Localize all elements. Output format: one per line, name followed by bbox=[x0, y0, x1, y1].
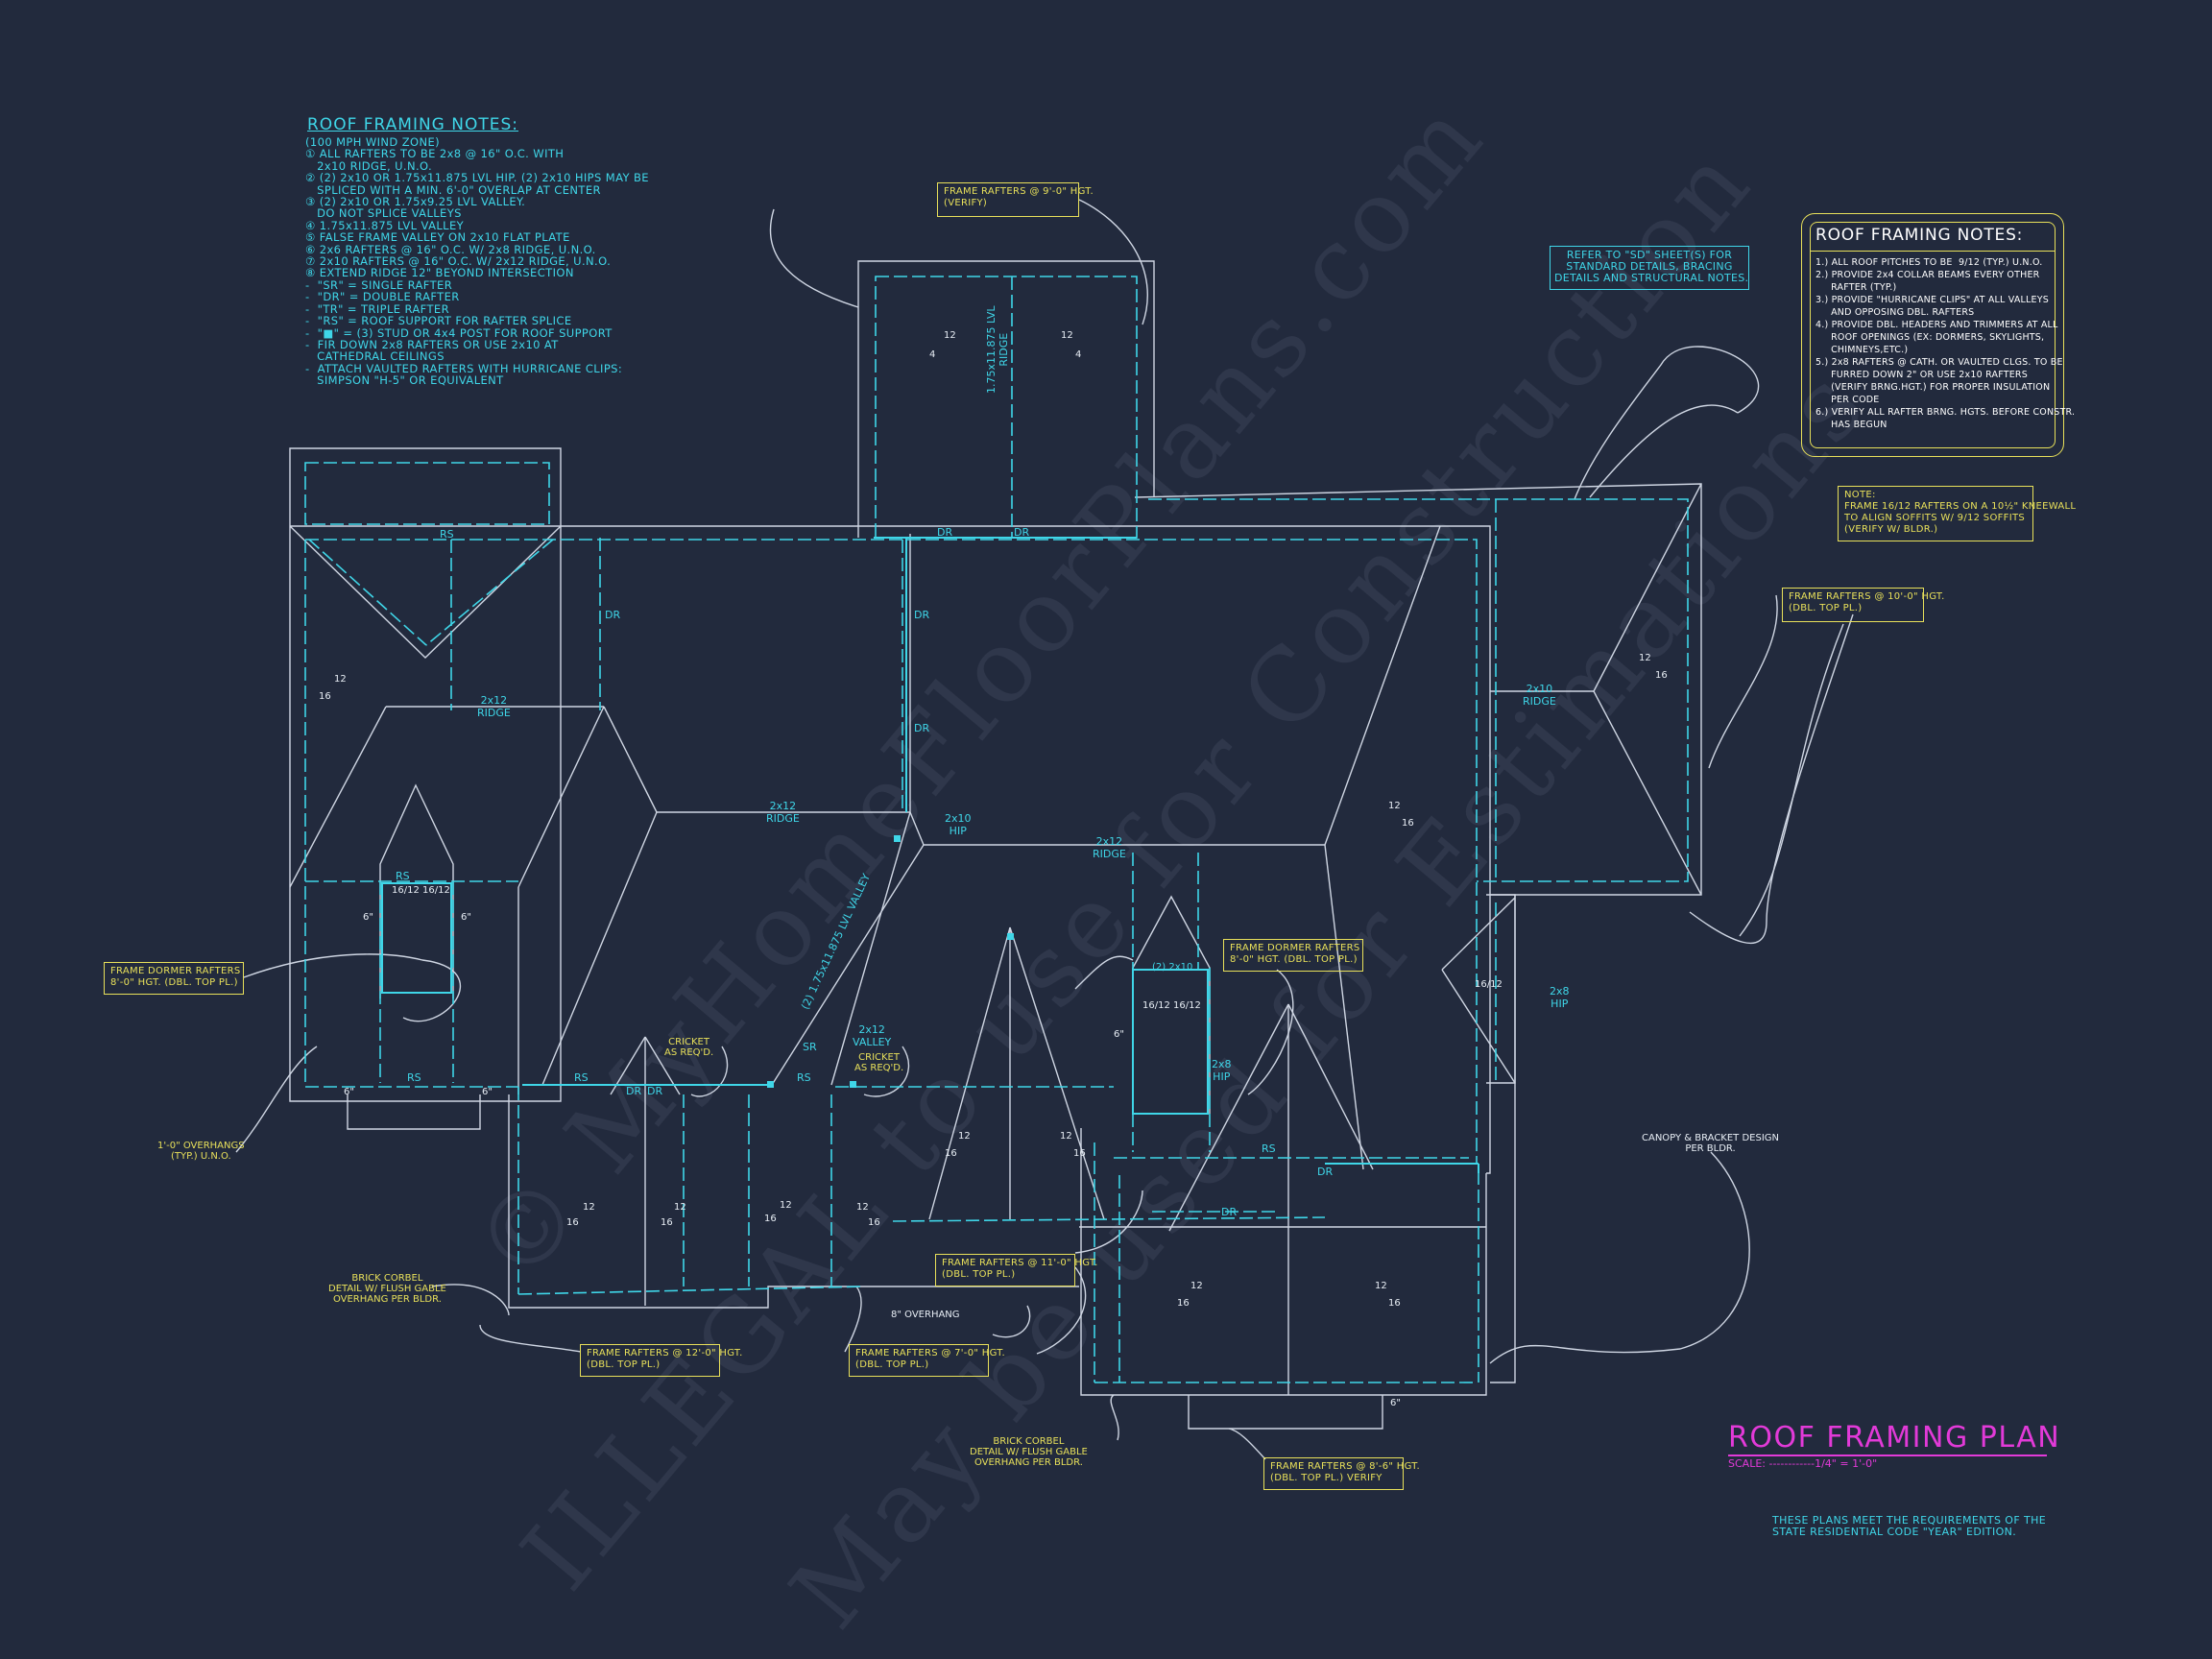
cricket-note-1: CRICKET AS REQ'D. bbox=[664, 1037, 714, 1058]
overhang-8-note: 8" OVERHANG bbox=[891, 1310, 960, 1320]
callout-bottom-7: FRAME RAFTERS @ 7'-0" HGT. (DBL. TOP PL.… bbox=[849, 1344, 1005, 1377]
brick-corbel-left-note: BRICK CORBEL DETAIL W/ FLUSH GABLE OVERH… bbox=[328, 1273, 446, 1305]
left-notes-list: (100 MPH WIND ZONE)① ALL RAFTERS TO BE 2… bbox=[305, 136, 649, 387]
plan-scale: SCALE: ------------1/4" = 1'-0" bbox=[1728, 1457, 1878, 1470]
right-notes-divider bbox=[1810, 251, 2056, 252]
right-note-line: 4.) PROVIDE DBL. HEADERS AND TRIMMERS AT… bbox=[1815, 320, 2058, 330]
callout-right: FRAME RAFTERS @ 10'-0" HGT. (DBL. TOP PL… bbox=[1782, 588, 1944, 622]
right-note-line: HAS BEGUN bbox=[1815, 420, 1887, 430]
left-note-line: ① ALL RAFTERS TO BE 2x8 @ 16" O.C. WITH bbox=[305, 147, 565, 161]
right-note-line: RAFTER (TYP.) bbox=[1815, 282, 1897, 293]
left-notes-title: ROOF FRAMING NOTES: bbox=[307, 115, 519, 134]
solid-cyan-details bbox=[381, 537, 1479, 1173]
left-note-line: 2x10 RIDGE, U.N.O. bbox=[305, 158, 433, 173]
callout-bottom-8-6: FRAME RAFTERS @ 8'-6" HGT. (DBL. TOP PL.… bbox=[1263, 1457, 1420, 1490]
left-note-line: - "■" = (3) STUD OR 4x4 POST FOR ROOF SU… bbox=[305, 325, 613, 340]
right-note-line: 6.) VERIFY ALL RAFTER BRNG. HGTS. BEFORE… bbox=[1815, 407, 2076, 418]
canopy-note: CANOPY & BRACKET DESIGN PER BLDR. bbox=[1642, 1133, 1780, 1154]
left-note-line: - "DR" = DOUBLE RAFTER bbox=[305, 290, 460, 304]
right-note-line: AND OPPOSING DBL. RAFTERS bbox=[1815, 307, 1975, 318]
right-notes-inner-border bbox=[1810, 222, 2056, 448]
kneewall-note: NOTE: FRAME 16/12 RAFTERS ON A 10½" KNEE… bbox=[1838, 486, 2076, 541]
right-note-line: 1.) ALL ROOF PITCHES TO BE 9/12 (TYP.) U… bbox=[1815, 257, 2043, 268]
callout-center-11: FRAME RAFTERS @ 11'-0" HGT. (DBL. TOP PL… bbox=[935, 1254, 1097, 1286]
right-note-line: 3.) PROVIDE "HURRICANE CLIPS" AT ALL VAL… bbox=[1815, 295, 2049, 305]
right-note-line: PER CODE bbox=[1815, 395, 1880, 405]
left-note-line: SPLICED WITH A MIN. 6'-0" OVERLAP AT CEN… bbox=[305, 182, 601, 197]
callout-dormer-right: FRAME DORMER RAFTERS 8'-0" HGT. (DBL. TO… bbox=[1223, 939, 1363, 972]
plan-title-underline bbox=[1728, 1455, 2047, 1456]
dashed-framing-lines bbox=[304, 276, 1689, 1383]
right-note-line: (VERIFY BRNG.HGT.) FOR PROPER INSULATION bbox=[1815, 382, 2051, 393]
left-note-line: - ATTACH VAULTED RAFTERS WITH HURRICANE … bbox=[305, 361, 623, 375]
brick-corbel-bottom-note: BRICK CORBEL DETAIL W/ FLUSH GABLE OVERH… bbox=[970, 1436, 1088, 1468]
left-note-line: ④ 1.75x11.875 LVL VALLEY bbox=[305, 218, 465, 232]
right-note-line: 5.) 2x8 RAFTERS @ CATH. OR VAULTED CLGS.… bbox=[1815, 357, 2063, 368]
left-note-line: ⑧ EXTEND RIDGE 12" BEYOND INTERSECTION bbox=[305, 266, 574, 280]
left-note-line: - "RS" = ROOF SUPPORT FOR RAFTER SPLICE bbox=[305, 314, 572, 328]
right-note-line: ROOF OPENINGS (EX: DORMERS, SKYLIGHTS, bbox=[1815, 332, 2045, 343]
left-note-line: CATHEDRAL CEILINGS bbox=[305, 349, 445, 364]
callout-bottom-12: FRAME RAFTERS @ 12'-0" HGT. (DBL. TOP PL… bbox=[580, 1344, 742, 1377]
left-note-line: (100 MPH WIND ZONE) bbox=[305, 135, 441, 149]
callout-dormer-left: FRAME DORMER RAFTERS 8'-0" HGT. (DBL. TO… bbox=[104, 962, 244, 995]
code-compliance-note: THESE PLANS MEET THE REQUIREMENTS OF THE… bbox=[1772, 1514, 2047, 1538]
left-note-line: ③ (2) 2x10 OR 1.75x9.25 LVL VALLEY. bbox=[305, 195, 526, 209]
left-note-line: ② (2) 2x10 OR 1.75x11.875 LVL HIP. (2) 2… bbox=[305, 171, 649, 185]
right-note-line: 2.) PROVIDE 2x4 COLLAR BEAMS EVERY OTHER bbox=[1815, 270, 2040, 280]
right-notes-panel: ROOF FRAMING NOTES: 1.) ALL ROOF PITCHES… bbox=[1801, 213, 2075, 457]
callout-top: FRAME RAFTERS @ 9'-0" HGT. (VERIFY) bbox=[937, 182, 1094, 217]
overhangs-note: 1'-0" OVERHANGS (TYP.) U.N.O. bbox=[157, 1141, 245, 1162]
left-note-line: ⑤ FALSE FRAME VALLEY ON 2x10 FLAT PLATE bbox=[305, 230, 570, 245]
left-note-line: SIMPSON "H-5" OR EQUIVALENT bbox=[305, 373, 504, 388]
right-note-line: CHIMNEYS,ETC.) bbox=[1815, 345, 1909, 355]
left-note-line: - "TR" = TRIPLE RAFTER bbox=[305, 301, 449, 316]
left-note-line: ⑥ 2x6 RAFTERS @ 16" O.C. W/ 2x8 RIDGE, U… bbox=[305, 242, 596, 256]
small-squares bbox=[767, 835, 1014, 1088]
cricket-note-2: CRICKET AS REQ'D. bbox=[854, 1052, 904, 1073]
right-notes-list: 1.) ALL ROOF PITCHES TO BE 9/12 (TYP.) U… bbox=[1815, 256, 2075, 431]
right-note-line: FURRED DOWN 2" OR USE 2x10 RAFTERS bbox=[1815, 370, 2028, 380]
refer-note: REFER TO "SD" SHEET(S) FOR STANDARD DETA… bbox=[1550, 246, 1749, 290]
right-notes-title: ROOF FRAMING NOTES: bbox=[1815, 226, 2024, 245]
left-note-line: - FIR DOWN 2x8 RAFTERS OR USE 2x10 AT bbox=[305, 337, 559, 351]
left-note-line: DO NOT SPLICE VALLEYS bbox=[305, 206, 462, 221]
plan-title: ROOF FRAMING PLAN bbox=[1728, 1421, 2061, 1455]
left-note-line: - "SR" = SINGLE RAFTER bbox=[305, 277, 453, 292]
left-note-line: ⑦ 2x10 RAFTERS @ 16" O.C. W/ 2x12 RIDGE,… bbox=[305, 254, 612, 269]
